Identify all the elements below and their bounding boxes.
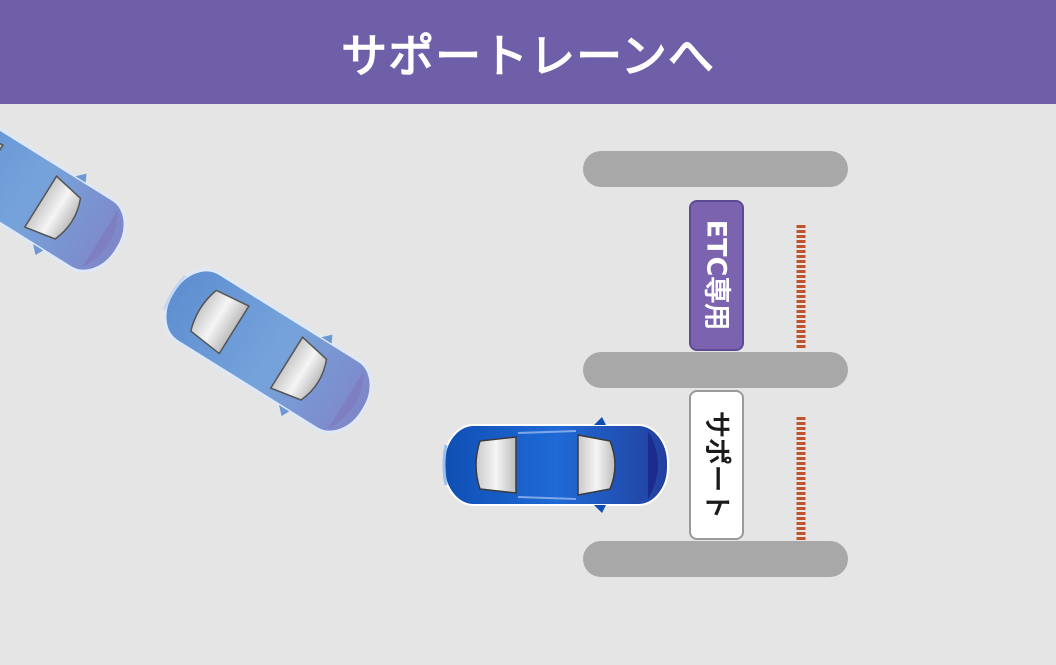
etc-lane-sign: ETC専用 [689,200,744,351]
car-icon-active [442,415,670,515]
etc-lane-label: ETC専用 [701,220,732,331]
support-lane-label: サポート [701,411,732,519]
lane-island-top [583,151,848,187]
support-lane-sign: サポート [689,390,744,540]
car-icon-faded-middle [146,249,390,453]
header-banner: サポートレーンへ [0,0,1056,104]
lane-island-middle [583,352,848,388]
page-title: サポートレーンへ [341,29,715,83]
car-icon-faded-top [0,104,144,292]
lane-island-bottom [583,541,848,577]
toll-plaza-diagram: ETC専用 サポート [0,104,848,577]
